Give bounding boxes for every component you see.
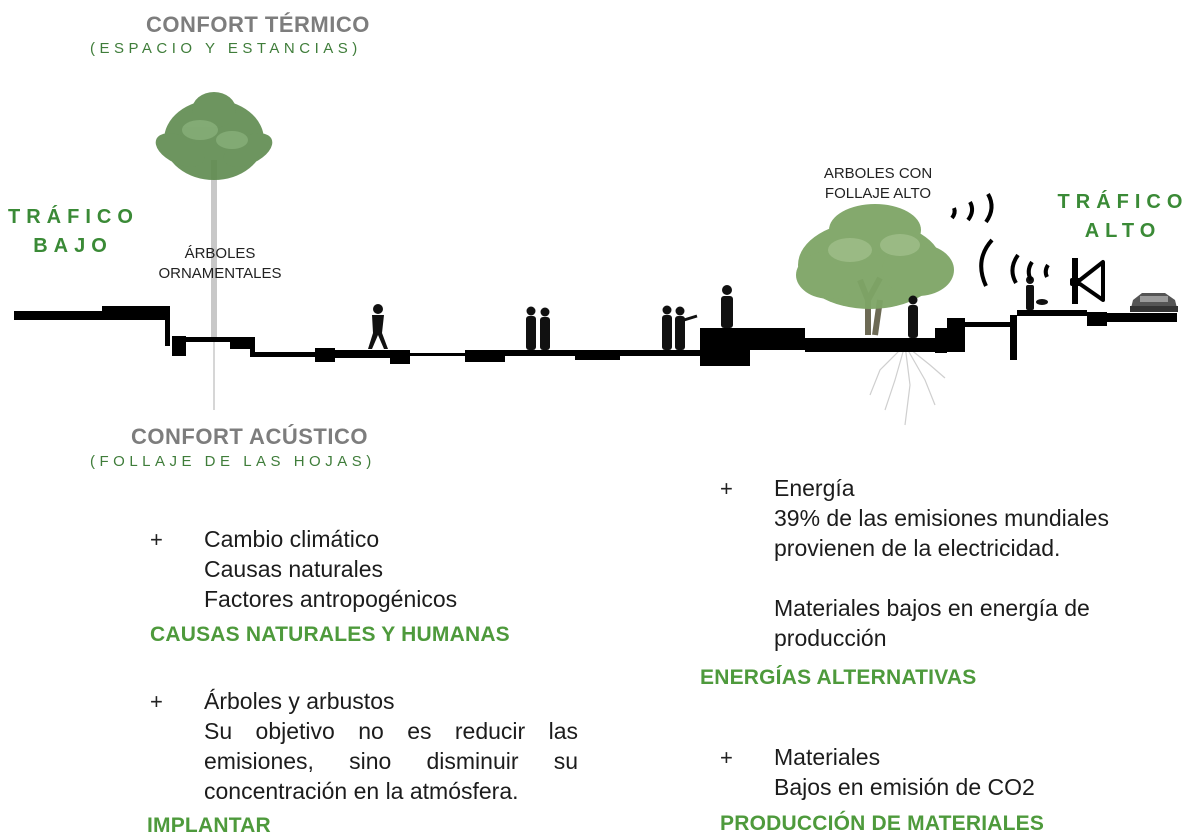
- left-item2-title: Árboles y arbustos: [204, 688, 395, 714]
- plus-marker: +: [720, 745, 733, 770]
- right-item2-title: Materiales: [774, 744, 881, 770]
- ornamental-trees-label: ÁRBOLES ORNAMENTALES: [140, 244, 300, 284]
- broadleaf-tree-icon: [796, 204, 954, 426]
- right-item2-paragraph: Bajos en emisión de CO2: [774, 774, 1035, 800]
- right-item1-heading: ENERGÍAS ALTERNATIVAS: [700, 666, 977, 689]
- ornamental-trees-line2: ORNAMENTALES: [158, 265, 282, 282]
- standing-person-icon: [721, 285, 733, 328]
- acoustic-comfort-subtitle: (FOLLAJE DE LAS HOJAS): [90, 453, 376, 470]
- traffic-low-label: TRÁFICO BAJO: [8, 203, 138, 261]
- plus-marker: +: [150, 527, 163, 552]
- right-item2-text: Materiales Bajos en emisión de CO2: [774, 742, 1134, 802]
- pointing-people-icon: [662, 305, 698, 350]
- street-section-diagram: [14, 92, 1178, 426]
- left-item1-line3: Factores antropogénicos: [204, 586, 458, 612]
- acoustic-comfort-title: CONFORT ACÚSTICO: [131, 424, 368, 449]
- person-under-tree-icon: [908, 295, 918, 338]
- ornamental-trees-line1: ÁRBOLES: [184, 245, 256, 262]
- plus-marker: +: [720, 476, 733, 501]
- right-item2-heading: PRODUCCIÓN DE MATERIALES: [720, 812, 1045, 835]
- thermal-comfort-title: CONFORT TÉRMICO: [146, 12, 370, 37]
- traffic-high-line2: ALTO: [1084, 220, 1162, 242]
- noise-waves-icon: [950, 193, 1050, 287]
- right-item1-paragraph2: Materiales bajos en energía de producció…: [774, 595, 1090, 651]
- left-item1-text: Cambio climático Causas naturales Factor…: [204, 524, 584, 614]
- couple-icon: [526, 306, 550, 350]
- loudspeaker-icon: [1070, 258, 1105, 304]
- thermal-comfort-subtitle: (ESPACIO Y ESTANCIAS): [90, 40, 362, 57]
- people-silhouettes: [368, 276, 1048, 350]
- palm-tree-icon: [155, 92, 273, 410]
- traffic-high-line1: TRÁFICO: [1057, 191, 1189, 213]
- left-item2-heading: IMPLANTAR: [147, 814, 271, 837]
- high-foliage-trees-line2: FOLLAJE ALTO: [824, 185, 932, 202]
- left-item1-title: Cambio climático: [204, 526, 380, 552]
- high-foliage-trees-line1: ARBOLES CON: [823, 165, 933, 182]
- traffic-low-line1: TRÁFICO: [8, 206, 139, 228]
- person-with-dog-icon: [1026, 276, 1048, 310]
- right-item1-text: Energía 39% de las emisiones mundiales p…: [774, 473, 1154, 653]
- plus-marker: +: [150, 689, 163, 714]
- ground-profile: [14, 306, 1177, 366]
- traffic-low-line2: BAJO: [33, 235, 113, 257]
- left-item1-heading: CAUSAS NATURALES Y HUMANAS: [150, 623, 510, 646]
- left-item2-paragraph: Su objetivo no es reducir las emisiones,…: [204, 718, 578, 804]
- left-item2-text: Árboles y arbustos Su objetivo no es red…: [204, 686, 578, 806]
- high-foliage-trees-label: ARBOLES CON FOLLAJE ALTO: [808, 164, 948, 204]
- left-item1-line2: Causas naturales: [204, 556, 383, 582]
- right-item1-paragraph: 39% de las emisiones mundiales provienen…: [774, 505, 1109, 561]
- right-item1-title: Energía: [774, 475, 855, 501]
- traffic-high-label: TRÁFICO ALTO: [1056, 188, 1190, 246]
- walking-person-icon: [368, 304, 388, 349]
- car-icon: [1130, 293, 1178, 312]
